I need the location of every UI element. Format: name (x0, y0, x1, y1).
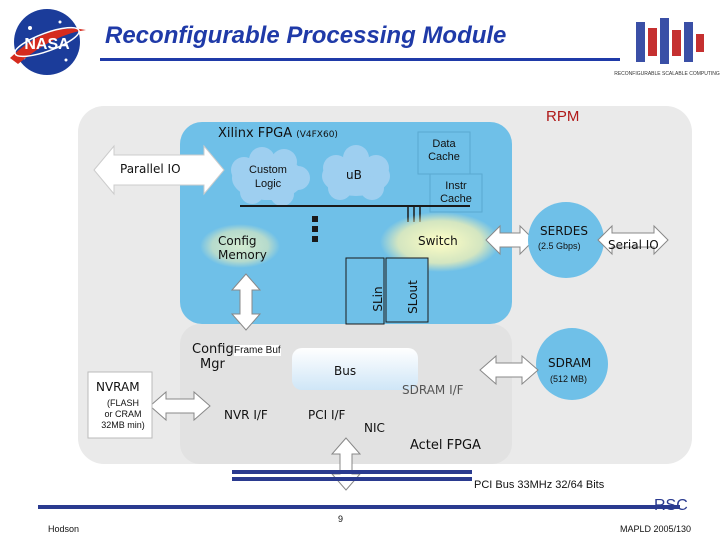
sdram-arrow (479, 354, 539, 386)
bus-label: Bus (334, 364, 357, 378)
page-title: Reconfigurable Processing Module (105, 22, 507, 49)
slout-box (385, 257, 429, 323)
sdram-circle (536, 328, 608, 400)
rsc-logo: RECONFIGURABLE SCALABLE COMPUTING (614, 18, 720, 77)
serdes-circle (528, 202, 604, 278)
footer-rule (38, 505, 680, 509)
slin-box (345, 257, 385, 325)
svg-text:NASA: NASA (24, 36, 70, 53)
page-number: 9 (338, 514, 344, 524)
ub-label: uB (346, 168, 362, 182)
custom-logic-cloud (231, 147, 310, 206)
ub-cloud (322, 145, 390, 200)
nasa-logo: NASA (10, 9, 86, 75)
pci-bus-label: PCI Bus 33MHz 32/64 Bits (474, 479, 605, 491)
bus-connector (312, 216, 318, 242)
pci-if-label: PCI I/F (308, 408, 346, 422)
rpm-label: RPM (546, 108, 580, 125)
pci-bus-line (232, 470, 472, 474)
parallel-io-arrow (93, 144, 225, 196)
title-underline (100, 58, 620, 61)
svg-text:RECONFIGURABLE SCALABLE COMPUT: RECONFIGURABLE SCALABLE COMPUTING (614, 71, 720, 77)
fpga-title: Xilinx FPGA (V4FX60) (218, 126, 338, 141)
pci-bus-line (232, 477, 472, 481)
author: Hodson (48, 524, 80, 534)
nvram-arrow (149, 390, 211, 422)
actel-fpga-label: Actel FPGA (410, 438, 481, 453)
config-memory-glow (200, 224, 280, 268)
nvr-if-label: NVR I/F (224, 408, 268, 422)
sdram-if-label: SDRAM I/F (402, 383, 464, 397)
actel-fpga-region (180, 324, 512, 464)
switch-label: Switch (418, 234, 458, 248)
bus-panel (292, 348, 418, 390)
serial-io-arrow (597, 224, 669, 256)
frame-buf-label: Frame Buf (234, 345, 281, 356)
sdram-size-label: (512 MB) (550, 374, 588, 384)
serdes-label: SERDES (540, 224, 588, 238)
slout-label: SLout (406, 280, 420, 314)
config-arrow (230, 273, 262, 331)
slin-label: SLin (371, 286, 385, 312)
nvram-box (87, 371, 153, 439)
switch-glow (380, 212, 500, 272)
rsc-footer-logo: RSC (654, 497, 688, 514)
nvram-label: NVRAM (96, 380, 140, 394)
venue: MAPLD 2005/130 (620, 524, 692, 534)
nic-label: NIC (364, 421, 385, 435)
serdes-speed-label: (2.5 Gbps) (538, 241, 581, 251)
serial-io-label: Serial IO (608, 238, 659, 252)
sdram-label: SDRAM (548, 356, 592, 370)
parallel-io-label: Parallel IO (120, 162, 181, 176)
